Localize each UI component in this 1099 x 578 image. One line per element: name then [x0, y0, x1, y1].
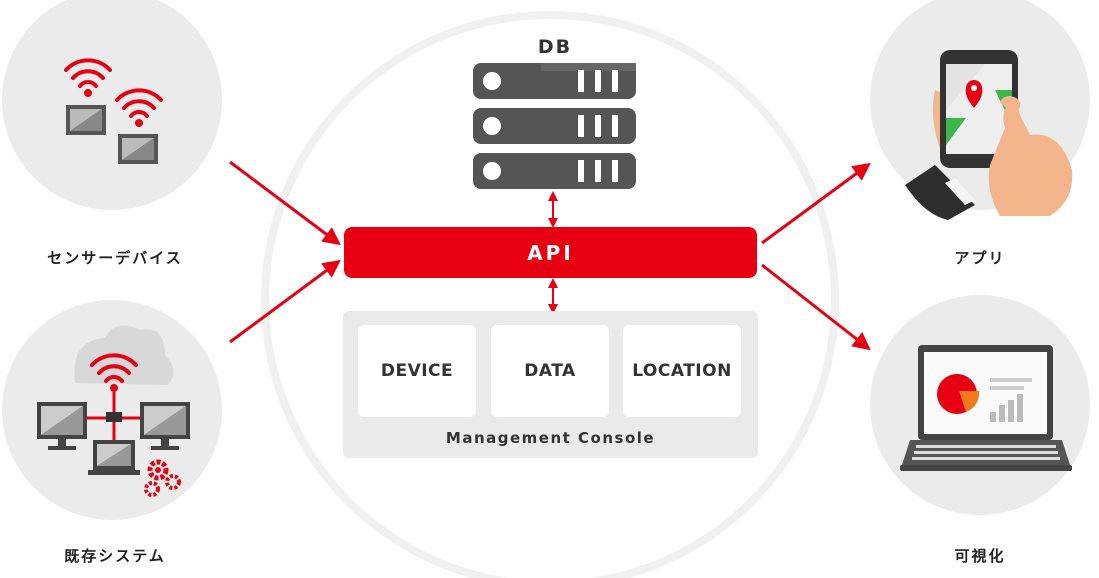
- arrow-sensor-to-api: [229, 160, 341, 246]
- sensor-circle: [2, 0, 222, 210]
- central-ring: [261, 11, 839, 578]
- db-label: DB: [537, 36, 573, 58]
- management-console-label: Management Console: [445, 429, 656, 447]
- arrow-system-to-api: [229, 259, 341, 344]
- arrow-api-to-app: [761, 162, 871, 245]
- sensor-wifi-chips-icon: [64, 58, 163, 164]
- management-console-panel: DEVICE DATA LOCATION Management Console: [343, 311, 758, 458]
- visualization-label: 可視化: [954, 547, 1006, 565]
- console-module-location: LOCATION: [623, 325, 741, 417]
- smartphone-map-hand-icon: [905, 50, 1073, 220]
- network-computers-cloud-icon: [37, 325, 190, 497]
- laptop-chart-icon: [900, 345, 1072, 471]
- db-server-icon: [473, 63, 636, 189]
- arrow-api-to-visual: [761, 263, 871, 351]
- existing-system-label: 既存システム: [64, 547, 166, 565]
- sensor-device-label: センサーデバイス: [47, 249, 183, 267]
- console-module-data: DATA: [491, 325, 609, 417]
- app-label: アプリ: [954, 249, 1006, 267]
- console-module-device: DEVICE: [358, 325, 476, 417]
- api-bar: API: [344, 227, 757, 278]
- api-label: API: [527, 240, 574, 265]
